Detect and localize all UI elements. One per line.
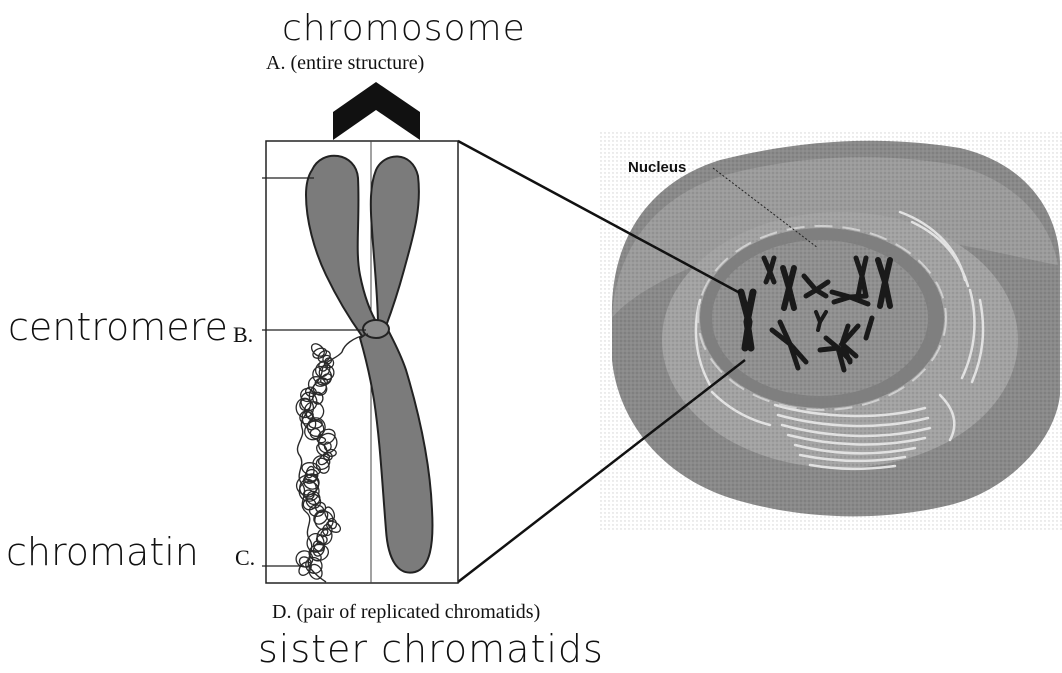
label-b-printed: B. [233,322,253,347]
arrow-a [333,82,420,140]
centromere [363,320,389,338]
label-c-handwritten: chromatin [6,530,199,574]
label-d-handwritten: sister chromatids [258,627,604,671]
label-c-printed: C. [235,545,255,570]
label-d-printed: D. (pair of replicated chromatids) [272,601,540,623]
label-a-handwritten: chromosome [282,8,526,49]
arrow-a-inner [364,118,388,138]
label-a-printed: A. (entire structure) [266,52,424,74]
nucleus-label: Nucleus [628,159,686,176]
label-b-handwritten: centromere [8,305,228,349]
